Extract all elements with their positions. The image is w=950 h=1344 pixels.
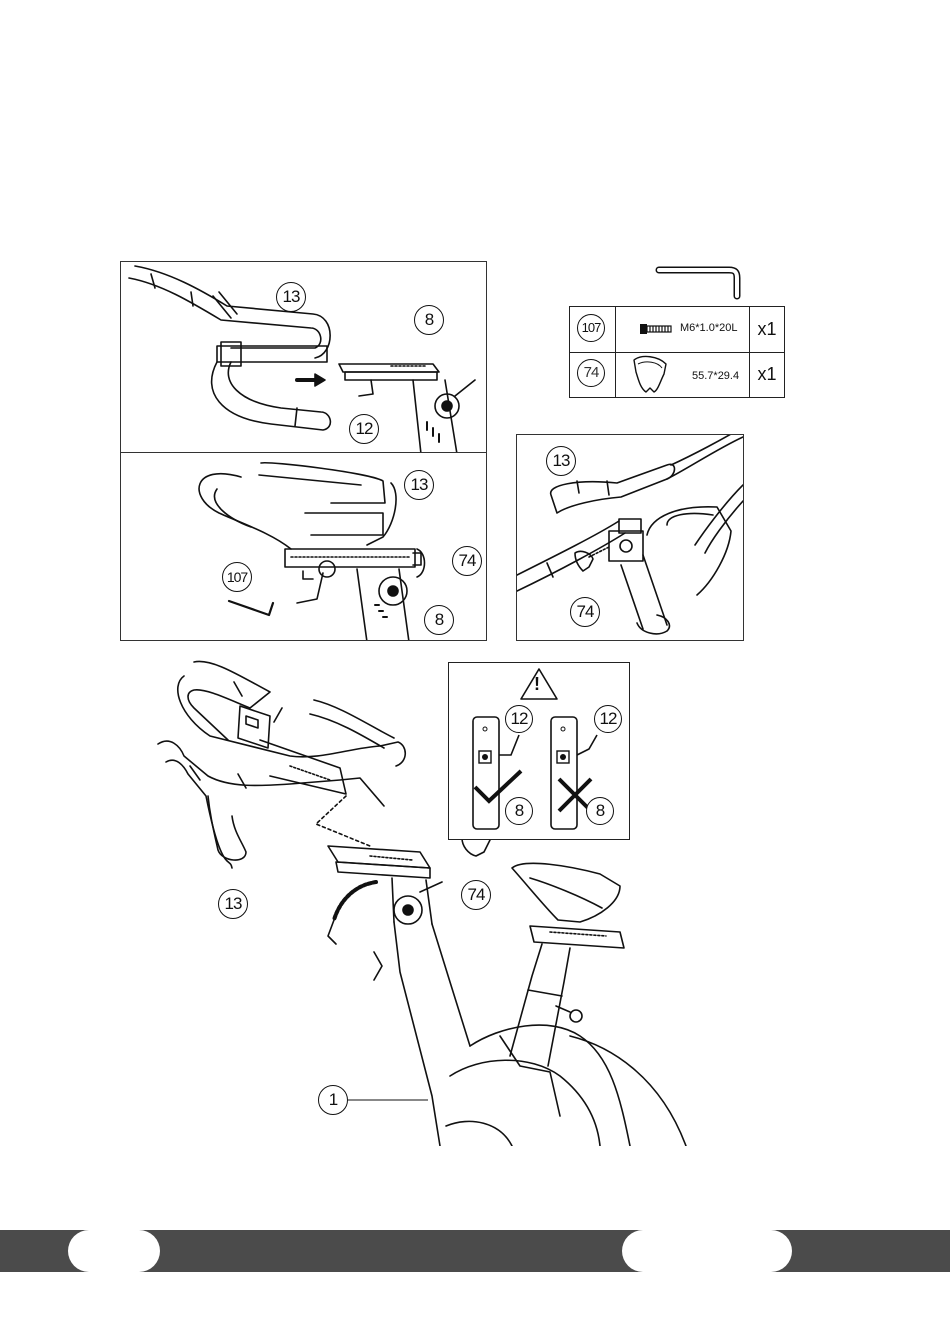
footer-bar — [0, 1230, 950, 1272]
part-number-cell: 107 — [570, 307, 616, 352]
callout-13: 13 — [404, 470, 434, 500]
leader-line — [348, 1094, 428, 1106]
step-panel-insert-handlebar: 13 8 12 — [120, 261, 487, 453]
warning-panel: ! 12 8 12 8 — [448, 662, 630, 840]
parts-row: 107 M6*1.0*20L x1 — [570, 307, 784, 353]
step-panel-tighten-bolt: 13 74 107 8 — [120, 452, 487, 641]
footer-pill-right — [622, 1230, 792, 1272]
allen-key-icon — [655, 262, 745, 302]
part-number-cell: 74 — [570, 352, 616, 397]
callout-74: 74 — [461, 880, 491, 910]
callout-12: 12 — [594, 705, 622, 733]
callout-8: 8 — [414, 305, 444, 335]
callout-8: 8 — [505, 797, 533, 825]
callout-74: 74 — [577, 359, 605, 387]
callout-8: 8 — [424, 605, 454, 635]
knob-cap-icon — [628, 352, 672, 396]
footer-pill-left — [68, 1230, 160, 1272]
bolt-icon — [638, 321, 674, 337]
part-quantity: x1 — [749, 352, 784, 397]
callout-12: 12 — [505, 705, 533, 733]
callout-13: 13 — [218, 889, 248, 919]
part-quantity: x1 — [749, 307, 784, 352]
callout-13: 13 — [546, 446, 576, 476]
callout-74: 74 — [570, 597, 600, 627]
part-spec: M6*1.0*20L — [680, 322, 738, 334]
callout-107: 107 — [577, 314, 605, 342]
callout-107: 107 — [222, 562, 252, 592]
parts-table: 107 M6*1.0*20L x1 74 55.7*29.4 x1 — [569, 306, 785, 398]
callout-74: 74 — [452, 546, 482, 576]
warning-symbol: ! — [534, 674, 540, 695]
callout-13: 13 — [276, 282, 306, 312]
part-spec: 55.7*29.4 — [692, 370, 739, 382]
callout-1: 1 — [318, 1085, 348, 1115]
callout-8: 8 — [586, 797, 614, 825]
parts-row: 74 55.7*29.4 x1 — [570, 352, 784, 397]
callout-12: 12 — [349, 414, 379, 444]
step-panel-insert-knob: 13 74 — [516, 434, 744, 641]
